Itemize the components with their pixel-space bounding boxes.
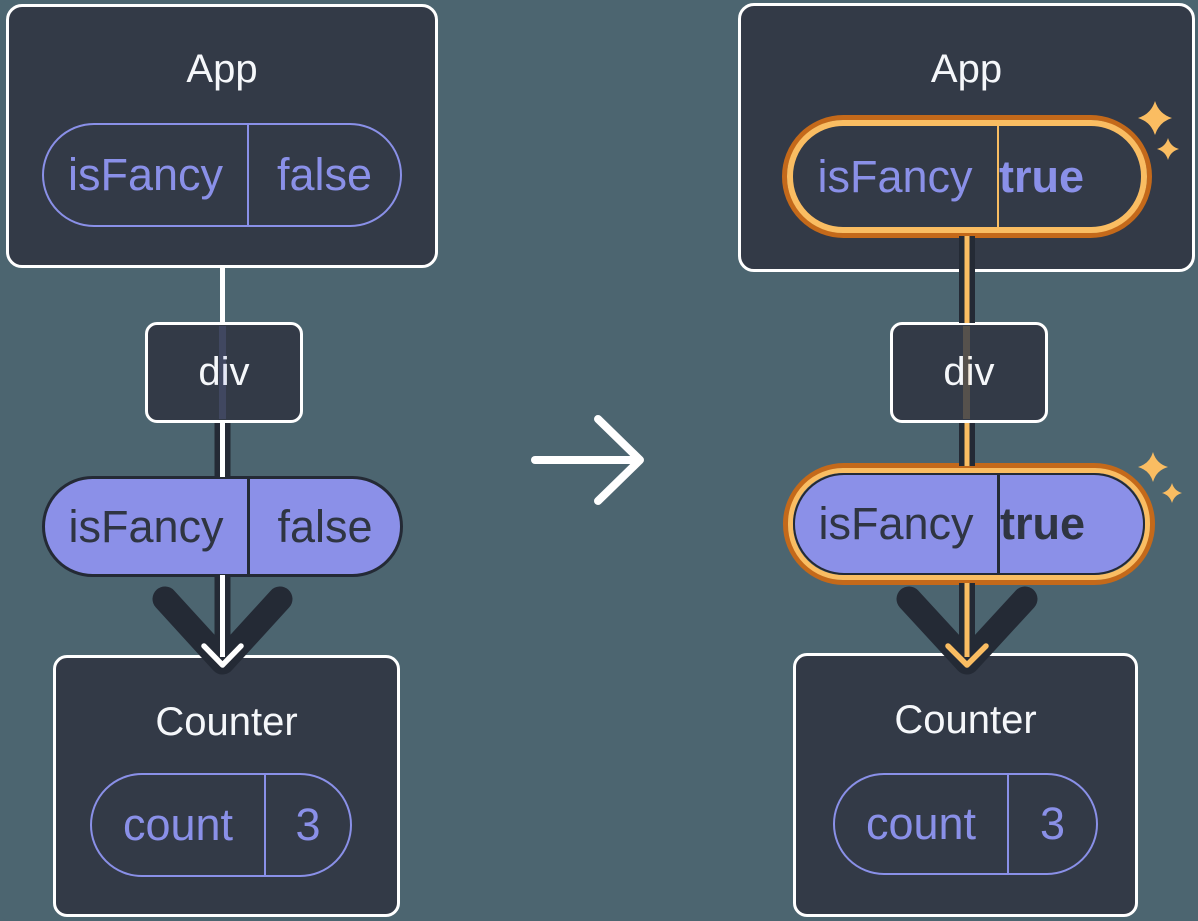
- counter-state-pill-after: count 3: [833, 773, 1098, 875]
- counter-title-after: Counter: [894, 698, 1037, 742]
- state-name: count: [865, 798, 977, 849]
- counter-title-before: Counter: [155, 700, 298, 744]
- app-prop-pill-before: isFancy false: [42, 123, 402, 227]
- prop-name: isFancy: [68, 500, 224, 552]
- state-value: 3: [1007, 775, 1096, 873]
- div-element-box-before: div: [145, 322, 303, 423]
- prop-line-through-div-before: [219, 326, 226, 419]
- div-label-after: div: [943, 350, 995, 394]
- state-name: count: [122, 799, 234, 850]
- div-element-box-after: div: [890, 322, 1048, 423]
- arrow-chevron-before: [152, 586, 293, 675]
- prop-value: true: [997, 126, 1084, 227]
- app-title-after: App: [930, 47, 1003, 91]
- sparkle-icon: [1138, 452, 1168, 482]
- app-title-before: App: [186, 47, 258, 91]
- sparkle-icon: [1162, 483, 1182, 503]
- prop-name: isFancy: [818, 498, 974, 549]
- div-label-before: div: [198, 350, 250, 394]
- prop-name: isFancy: [67, 149, 224, 200]
- transition-arrow-head: [594, 415, 644, 505]
- state-value: 3: [264, 775, 350, 875]
- prop-value: false: [247, 125, 400, 225]
- prop-line-through-div-after: [963, 326, 970, 419]
- passed-prop-pill-after-highlighted: isFancy true: [783, 463, 1155, 585]
- prop-name: isFancy: [817, 150, 973, 202]
- prop-value: false: [247, 479, 400, 574]
- prop-value: true: [997, 475, 1085, 573]
- counter-state-pill-before: count 3: [90, 773, 352, 877]
- passed-prop-pill-before: isFancy false: [42, 476, 403, 577]
- app-prop-pill-after-highlighted: isFancy true: [782, 115, 1152, 238]
